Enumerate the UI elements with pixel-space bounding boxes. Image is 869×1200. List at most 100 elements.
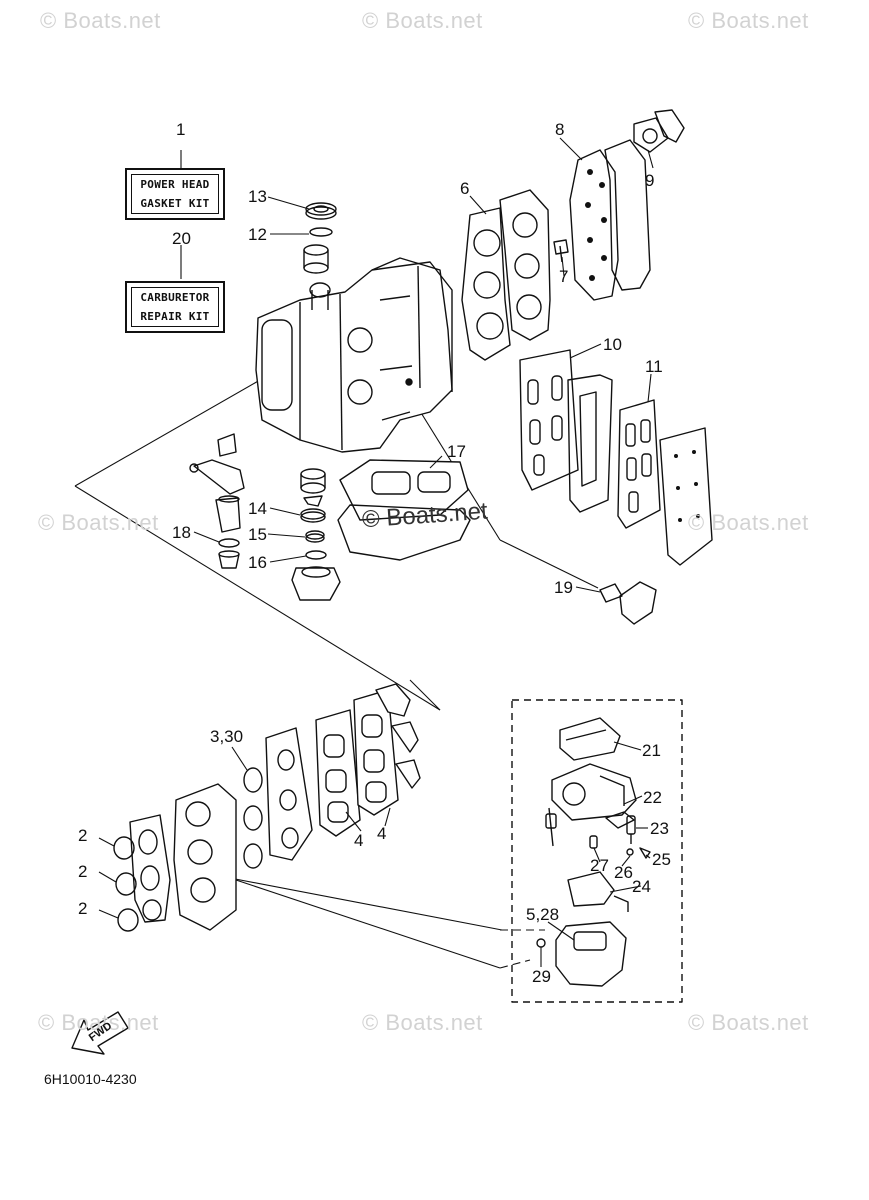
o-ring-part-16: [305, 550, 327, 560]
callout-18: 18: [172, 523, 191, 542]
gasket-part-22: [605, 811, 635, 829]
needle-valve-part-23: [626, 815, 636, 844]
callout-9: 9: [645, 171, 655, 190]
power-head-gasket-kit-box: POWER HEAD GASKET KIT: [125, 168, 225, 220]
gasket-part-19: [599, 583, 623, 603]
callout-2: 2: [78, 899, 88, 918]
callout-13: 13: [248, 187, 267, 206]
drain-screw-part-29: [536, 938, 546, 948]
snap-ring: [303, 495, 323, 507]
head-gasket-bores: [473, 229, 504, 340]
oil-seal-part-15: [305, 530, 325, 543]
bearing-housing: [303, 244, 329, 274]
screw-part-27: [589, 835, 598, 849]
gasket-part-2-bottom: [117, 908, 139, 932]
reed-valve-gasket-part-4a: [315, 709, 361, 837]
carburetor-repair-kit-box: CARBURETOR REPAIR KIT: [125, 281, 225, 333]
head-cover-gasket-part-8: [569, 149, 619, 301]
callout-7: 7: [559, 267, 569, 286]
outer-exhaust-cover: [659, 427, 713, 566]
kit-label: REPAIR KIT: [140, 310, 210, 323]
float-chamber-part-5-28: [555, 921, 627, 987]
callout-17: 17: [447, 442, 466, 461]
reference-lines: [74, 379, 599, 969]
watermark: © Boats.net: [362, 8, 483, 33]
watermark: © Boats.net: [688, 8, 809, 33]
callout-4: 4: [377, 824, 387, 843]
carburetor-group-box: [511, 699, 683, 1003]
cover-bolt-holes: [674, 450, 700, 522]
inner-exhaust-cover: [567, 374, 613, 513]
reed-gasket-holes-a: [323, 734, 349, 823]
inner-exhaust-cover-recess: [579, 391, 597, 487]
thermostat-cover: [654, 109, 685, 143]
callout-1: 1: [176, 120, 186, 139]
callout-4: 4: [354, 831, 364, 850]
gasket-opening: [371, 471, 411, 495]
o-ring-part-12: [309, 227, 333, 237]
oil-seal-part-13: [305, 202, 337, 220]
fwd-arrow-icon: [71, 1011, 129, 1055]
o-ring-part-18: [218, 538, 240, 548]
watermark: © Boats.net: [688, 1010, 809, 1035]
gasket-part-2-mid: [115, 872, 137, 896]
reed-valve-plate: [265, 727, 313, 861]
callout-14: 14: [248, 499, 267, 518]
strainer: [218, 550, 240, 569]
exhaust-gasket-part-10: [519, 349, 579, 491]
lower-casing: [337, 504, 471, 561]
intake-manifold: [129, 814, 171, 923]
diagram-code: 6H10010-4230: [44, 1071, 137, 1087]
callout-5-28: 5,28: [526, 905, 560, 924]
callout-29: 29: [532, 967, 551, 986]
kit-label: GASKET KIT: [140, 197, 210, 210]
reed-valves: [375, 683, 421, 789]
callout-2: 2: [78, 862, 88, 881]
bearing-lower: [300, 468, 326, 494]
watermark: © Boats.net: [688, 510, 809, 535]
callout-10: 10: [603, 335, 622, 354]
kit-label: POWER HEAD: [140, 178, 210, 191]
callout-20: 20: [172, 229, 191, 248]
callout-26: 26: [614, 863, 633, 882]
callout-22: 22: [643, 788, 662, 807]
callout-23: 23: [650, 819, 669, 838]
carburetor-top-cover-part-21: [559, 717, 621, 761]
carburetor-body-lower: [173, 783, 237, 931]
oil-pump-assembly: [189, 433, 245, 533]
pulser-cover: [619, 581, 657, 625]
watermark: © Boats.net: [362, 1010, 483, 1035]
callout-16: 16: [248, 553, 267, 572]
exhaust-gasket-slots: [527, 375, 563, 476]
cylinder-head: [499, 189, 551, 341]
callout-15: 15: [248, 525, 267, 544]
float-part-24: [567, 871, 629, 912]
watermark: © Boats.net: [38, 510, 159, 535]
seal-housing: [291, 567, 341, 601]
carburetor-body: [551, 763, 637, 821]
gasket-holes: [585, 169, 607, 281]
cylinder-head-chambers: [512, 212, 542, 320]
callout-11: 11: [645, 357, 663, 376]
callout-6: 6: [460, 179, 470, 198]
callout-25: 25: [652, 850, 671, 869]
gasket-opening-2: [417, 471, 451, 493]
watermark: © Boats.net: [38, 1010, 159, 1035]
outer-exhaust-gasket-part-11: [617, 399, 661, 529]
callout-24: 24: [632, 877, 651, 896]
callout-21: 21: [642, 741, 661, 760]
outer-gasket-slots: [625, 419, 652, 513]
callout-3-30: 3,30: [210, 727, 244, 746]
thermostat-gasket-part-9: [633, 117, 669, 153]
jet-part-25-26: [626, 847, 651, 859]
callout-19: 19: [554, 578, 573, 597]
bolt-part-7: [553, 239, 569, 263]
callout-27: 27: [590, 856, 609, 875]
callout-2: 2: [78, 826, 88, 845]
pilot-screw: [545, 807, 557, 847]
reed-gasket-holes-b: [361, 714, 387, 803]
watermark: © Boats.net: [40, 8, 161, 33]
seal-housing-bore: [301, 566, 331, 578]
oil-seal-part-14: [300, 508, 326, 523]
